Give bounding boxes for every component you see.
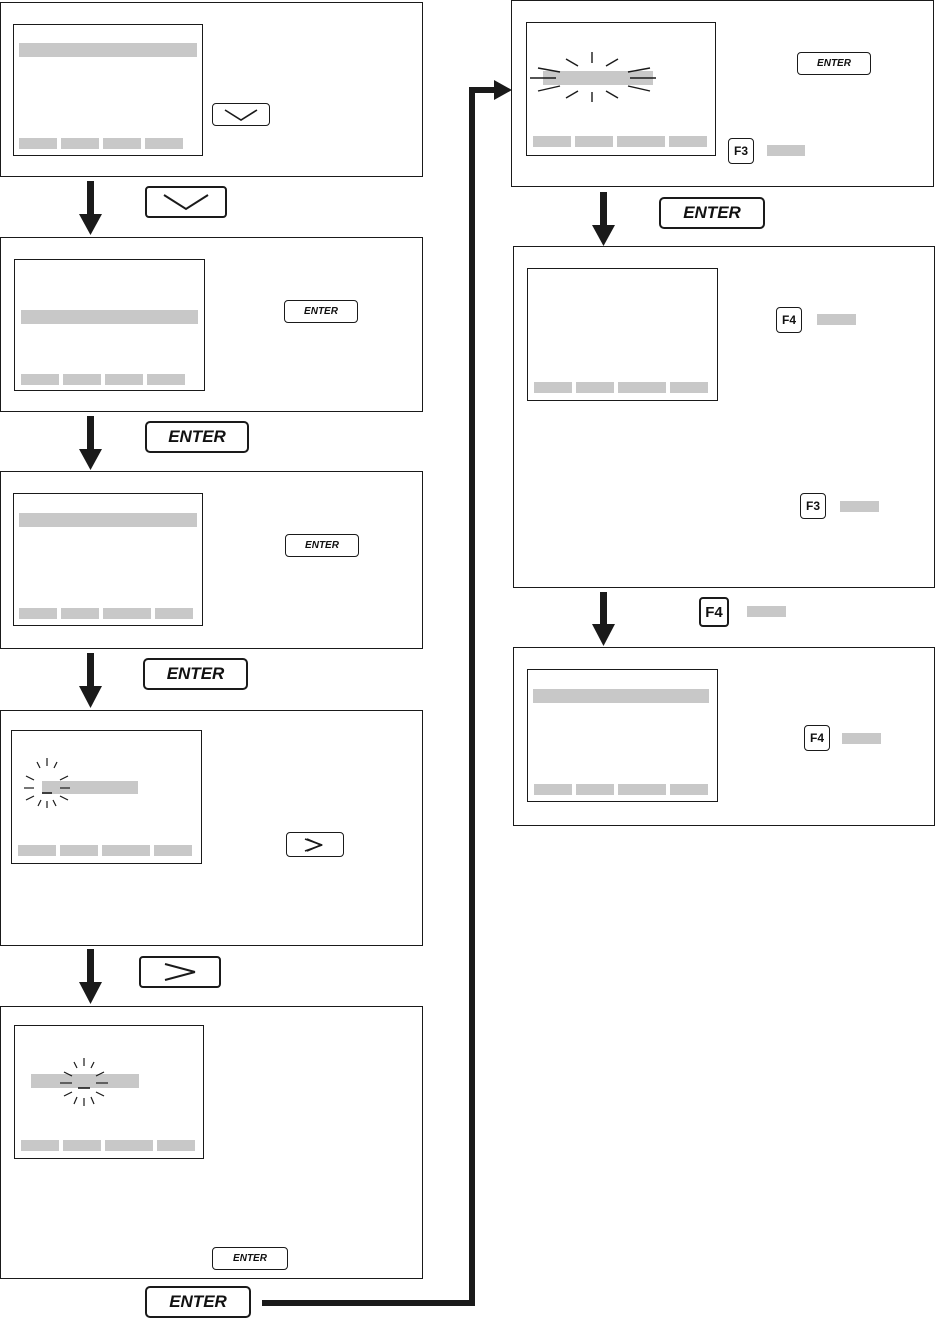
down-key-step[interactable] (145, 186, 227, 218)
down-arrow (79, 416, 102, 470)
softkey-2 (61, 608, 99, 619)
down-arrow (592, 192, 615, 246)
softkey-2 (60, 845, 98, 856)
lcd-screen-1 (13, 24, 203, 156)
highlighted-line (19, 43, 197, 57)
softkey-2 (63, 374, 101, 385)
f4-softkey-label (842, 733, 881, 744)
softkey-2 (576, 382, 614, 393)
softkey-4 (670, 784, 708, 795)
softkey-3 (103, 138, 141, 149)
right-key-step[interactable] (139, 956, 221, 988)
down-key[interactable] (212, 103, 270, 126)
highlighted-line (533, 689, 709, 703)
edit-field (42, 781, 138, 794)
softkey-3 (105, 374, 143, 385)
softkey-3 (618, 784, 666, 795)
highlighted-line (19, 513, 197, 527)
down-arrow (592, 592, 615, 646)
chevron-right-icon (304, 837, 324, 852)
softkey-1 (19, 138, 57, 149)
f4-key[interactable]: F4 (804, 725, 830, 751)
softkey-2 (575, 136, 613, 147)
down-arrow (79, 181, 102, 235)
enter-key[interactable]: ENTER (284, 300, 358, 323)
lcd-screen-6 (526, 22, 716, 156)
right-key[interactable] (286, 832, 344, 857)
lcd-screen-8 (527, 669, 718, 802)
softkey-4 (157, 1140, 195, 1151)
lcd-screen-7 (527, 268, 718, 401)
softkey-1 (19, 608, 57, 619)
chevron-down-icon (224, 108, 258, 121)
edit-field (31, 1074, 139, 1088)
connector-arrowhead (494, 80, 512, 100)
f4-softkey-label (747, 606, 786, 617)
lcd-screen-3 (13, 493, 203, 626)
softkey-3 (617, 136, 665, 147)
enter-key-step[interactable]: ENTER (145, 421, 249, 453)
lcd-screen-4 (11, 730, 202, 864)
softkey-3 (105, 1140, 153, 1151)
f4-key[interactable]: F4 (776, 307, 802, 333)
softkey-1 (18, 845, 56, 856)
softkey-4 (669, 136, 707, 147)
enter-key-step[interactable]: ENTER (145, 1286, 251, 1318)
f4-key-step[interactable]: F4 (699, 597, 729, 627)
softkey-1 (21, 1140, 59, 1151)
softkey-1 (534, 382, 572, 393)
enter-key[interactable]: ENTER (797, 52, 871, 75)
lcd-screen-2 (14, 259, 205, 391)
down-arrow (79, 949, 102, 1004)
enter-key-step[interactable]: ENTER (659, 197, 765, 229)
softkey-4 (145, 138, 183, 149)
edit-field (543, 71, 653, 85)
f4-softkey-label (817, 314, 856, 325)
enter-key-step[interactable]: ENTER (143, 658, 248, 690)
f3-softkey-label (840, 501, 879, 512)
f3-key[interactable]: F3 (800, 493, 826, 519)
lcd-screen-5 (14, 1025, 204, 1159)
softkey-2 (63, 1140, 101, 1151)
enter-key[interactable]: ENTER (212, 1247, 288, 1270)
softkey-1 (534, 784, 572, 795)
highlighted-line (21, 310, 198, 324)
softkey-4 (670, 382, 708, 393)
softkey-4 (155, 608, 193, 619)
softkey-4 (154, 845, 192, 856)
f3-key[interactable]: F3 (728, 138, 754, 164)
softkey-2 (61, 138, 99, 149)
softkey-2 (576, 784, 614, 795)
f3-softkey-label (767, 145, 805, 156)
softkey-1 (21, 374, 59, 385)
chevron-down-icon (163, 194, 209, 211)
chevron-right-icon (164, 963, 196, 981)
softkey-1 (533, 136, 571, 147)
softkey-3 (103, 608, 151, 619)
softkey-3 (618, 382, 666, 393)
down-arrow (79, 653, 102, 708)
softkey-3 (102, 845, 150, 856)
softkey-4 (147, 374, 185, 385)
enter-key[interactable]: ENTER (285, 534, 359, 557)
